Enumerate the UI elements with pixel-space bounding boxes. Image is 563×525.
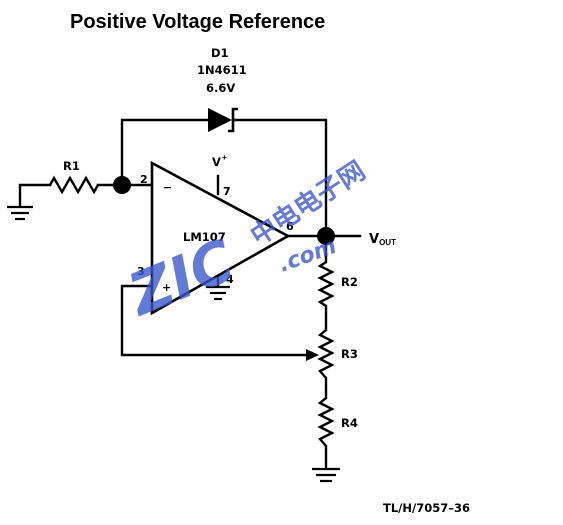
wire-pin3-to-wiper	[120, 284, 310, 357]
zener-diode-d1	[208, 107, 238, 133]
wire-diode-to-output	[232, 118, 328, 238]
opamp-minus-sign: −	[163, 181, 172, 194]
r2-label: R2	[341, 275, 358, 289]
junction-node-input	[113, 176, 131, 194]
diode-part: 1N4611	[197, 63, 247, 77]
pin-2-label: 2	[140, 173, 148, 186]
resistor-r4	[317, 397, 335, 447]
wiper-arrow-icon	[306, 349, 319, 361]
figure-title: Positive Voltage Reference	[70, 11, 325, 33]
pin-4-label: 4	[226, 273, 234, 286]
wire-node-to-diode	[120, 118, 210, 187]
supply-label: V	[212, 155, 221, 169]
wire-ground-to-r1	[18, 183, 52, 208]
r3-label: R3	[341, 347, 358, 361]
diode-voltage: 6.6V	[206, 81, 235, 95]
potentiometer-r3	[317, 329, 335, 379]
output-label: VOUT	[369, 232, 396, 247]
opamp-plus-sign: +	[162, 281, 171, 294]
pin-7-label: 7	[223, 185, 231, 198]
ground-icon	[7, 205, 33, 221]
pin-6-label: 6	[286, 220, 294, 233]
watermark-cjk: 中电电子网	[245, 156, 370, 252]
figure-id: TL/H/7057–36	[383, 501, 470, 515]
junction-node-output	[317, 227, 335, 245]
pin-3-label: 3	[137, 265, 145, 278]
opamp-ground-icon	[206, 285, 230, 301]
resistor-r2	[317, 261, 335, 307]
opamp-part-label: LM107	[183, 230, 226, 244]
resistor-r1	[48, 175, 100, 195]
supply-sign: +	[222, 153, 227, 162]
bottom-ground-icon	[312, 467, 340, 483]
wires	[18, 118, 362, 470]
diode-designator: D1	[211, 46, 229, 60]
r1-label: R1	[63, 159, 80, 173]
opamp-lm107	[150, 160, 291, 316]
r4-label: R4	[341, 416, 358, 430]
